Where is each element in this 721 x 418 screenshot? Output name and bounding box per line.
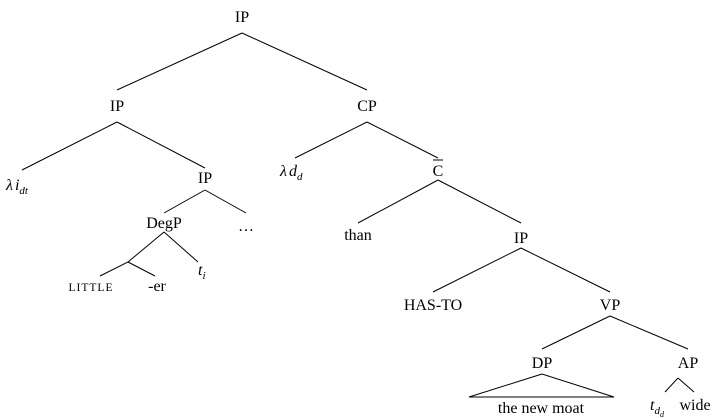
node-wide: wide bbox=[679, 397, 710, 414]
edge-cp-cbar bbox=[366, 121, 439, 159]
edge-lowerip-degp bbox=[163, 189, 206, 214]
edge-root-left-ip bbox=[116, 32, 243, 91]
node-trace-i: ti bbox=[198, 262, 206, 282]
edge-vp-dp bbox=[541, 315, 611, 350]
edge-degp-trace-i bbox=[163, 231, 199, 263]
edge-inner-er bbox=[127, 261, 156, 277]
edge-inner-little bbox=[99, 261, 129, 277]
edge-ap-wide bbox=[677, 377, 695, 393]
node-little: LITTLE bbox=[69, 282, 114, 294]
edge-ap-trace-d bbox=[664, 377, 679, 393]
edge-root-cp bbox=[241, 32, 368, 91]
edge-lowerip-ellipsis bbox=[204, 189, 247, 214]
edge-leftip-lambda-i bbox=[21, 121, 118, 171]
node-left-ip: IP bbox=[110, 98, 124, 115]
edge-cp-lambda-d bbox=[294, 121, 368, 159]
node-er: -er bbox=[148, 278, 166, 295]
node-dp-content: the new moat bbox=[498, 400, 585, 417]
tree-edges bbox=[21, 32, 695, 398]
node-lower-ip: IP bbox=[198, 170, 212, 187]
node-vp: VP bbox=[600, 297, 621, 314]
node-degp: DegP bbox=[146, 215, 182, 232]
node-ellipsis: … bbox=[238, 218, 254, 235]
dp-triangle bbox=[468, 373, 615, 398]
edge-ip-hasto bbox=[432, 247, 522, 293]
node-c-bar: C bbox=[433, 163, 444, 180]
edge-vp-ap bbox=[609, 315, 689, 350]
node-ap: AP bbox=[678, 355, 699, 372]
node-has-to: HAS-TO bbox=[404, 297, 462, 314]
node-dp: DP bbox=[532, 355, 553, 372]
node-trace-d: tdd bbox=[650, 397, 665, 418]
edge-leftip-lower-ip bbox=[116, 121, 206, 169]
edge-ip-vp bbox=[520, 247, 611, 293]
node-cp: CP bbox=[357, 98, 377, 115]
edge-degp-inner bbox=[127, 231, 165, 263]
node-ip-than: IP bbox=[514, 230, 528, 247]
node-root-ip: IP bbox=[235, 9, 249, 26]
edge-cbar-than bbox=[357, 179, 439, 224]
node-than: than bbox=[344, 227, 372, 244]
edge-cbar-ip bbox=[437, 179, 522, 224]
